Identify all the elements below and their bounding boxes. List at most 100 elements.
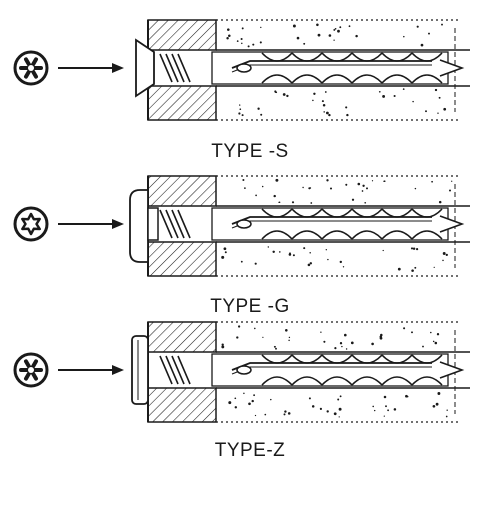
concrete-grain (260, 26, 262, 29)
concrete-grain (236, 40, 239, 42)
concrete-grain (296, 36, 300, 40)
concrete-grain (334, 27, 337, 30)
concrete-grain (262, 336, 264, 339)
concrete-grain (275, 178, 279, 182)
concrete-grain (251, 399, 254, 403)
concrete-grain (445, 253, 448, 257)
screw-neck (236, 63, 252, 73)
concrete-grain (393, 408, 397, 411)
screw-thread-inner (231, 366, 432, 375)
concrete-grain (361, 190, 364, 192)
concrete-grain (241, 27, 244, 30)
concrete-grain (431, 180, 433, 183)
label-type-g: TYPE -G (210, 296, 290, 317)
concrete-grain (350, 341, 354, 345)
concrete-grain (435, 402, 439, 406)
concrete-grain (437, 392, 441, 395)
concrete-grain (323, 340, 326, 343)
wall-section-top (147, 19, 217, 51)
expansion-lobe-bottom (261, 74, 293, 84)
concrete-grain (267, 246, 269, 248)
concrete-grain (345, 106, 348, 109)
concrete-grain (366, 187, 368, 190)
concrete-grain (351, 198, 355, 201)
expansion-lobe-bottom (351, 376, 383, 386)
concrete-grain (243, 392, 245, 395)
screw-thread (231, 60, 432, 69)
concrete-grain (379, 335, 383, 338)
concrete-grain (221, 345, 225, 349)
concrete-grain (342, 266, 345, 268)
concrete-grain (257, 107, 260, 110)
screw-thread (231, 362, 432, 371)
concrete-grain (415, 247, 419, 251)
concrete-grain (344, 333, 347, 337)
wall-section-top (147, 321, 217, 353)
concrete-grain (239, 108, 242, 111)
concrete-grain (403, 327, 406, 330)
concrete-grain (414, 187, 417, 190)
concrete-grain (292, 254, 295, 257)
concrete-grain (446, 409, 448, 411)
concrete-grain (451, 180, 453, 182)
concrete-grain (228, 34, 231, 37)
concrete-grain (309, 252, 311, 254)
concrete-grain (348, 25, 351, 28)
neck-ribs (177, 53, 191, 83)
concrete-grain (385, 405, 387, 408)
concrete-grain (313, 92, 316, 95)
concrete-grain (383, 415, 385, 417)
concrete-grain (420, 43, 424, 47)
concrete-grain (240, 260, 243, 263)
concrete-grain (236, 336, 239, 339)
concrete-grain (339, 395, 342, 398)
drive-center (28, 367, 34, 373)
concrete-grain (278, 201, 281, 204)
expansion-lobe-bottom (381, 376, 413, 386)
concrete-grain (320, 331, 322, 333)
concrete-grain (383, 180, 385, 183)
neck-ribs (177, 209, 191, 239)
concrete-grain (292, 24, 296, 28)
neck-ribs (165, 53, 179, 83)
expansion-lobe-bottom (351, 74, 383, 84)
concrete-grain (287, 412, 291, 415)
concrete-grain (309, 262, 313, 265)
concrete-grain (234, 406, 238, 409)
concrete-grain (286, 94, 289, 98)
concrete-grain (416, 25, 419, 28)
screw-tip (439, 215, 465, 233)
concrete-grain (329, 187, 333, 190)
concrete-grain (333, 28, 336, 31)
concrete-grain (323, 111, 325, 113)
concrete-grain (337, 398, 340, 401)
wall-section-bottom (147, 241, 217, 277)
screw-neck (236, 219, 252, 229)
neck-ribs (177, 355, 191, 385)
concrete-grain (254, 327, 256, 330)
expansion-lobe-bottom (261, 376, 293, 386)
dowel-collar (131, 335, 149, 405)
concrete-grain (252, 43, 255, 46)
concrete-grain (362, 184, 365, 187)
panel-s (13, 19, 470, 121)
concrete-grain (226, 36, 229, 40)
screw-tip (439, 59, 465, 77)
concrete-grain (383, 395, 387, 399)
concrete-grain (346, 113, 349, 117)
expansion-lobe-bottom (351, 230, 383, 240)
concrete-grain (221, 343, 224, 346)
concrete-grain (254, 414, 257, 417)
concrete-grain (261, 185, 264, 188)
concrete-grain (410, 247, 414, 250)
concrete-grain (326, 410, 329, 413)
concrete-grain (275, 347, 277, 350)
expansion-lobe-bottom (291, 376, 323, 386)
wall-section-bottom (147, 85, 217, 121)
insertion-arrowhead (112, 219, 124, 229)
expansion-lobe-bottom (381, 74, 413, 84)
concrete-grain (237, 325, 241, 328)
concrete-grain (441, 23, 443, 26)
concrete-grain (412, 247, 416, 250)
